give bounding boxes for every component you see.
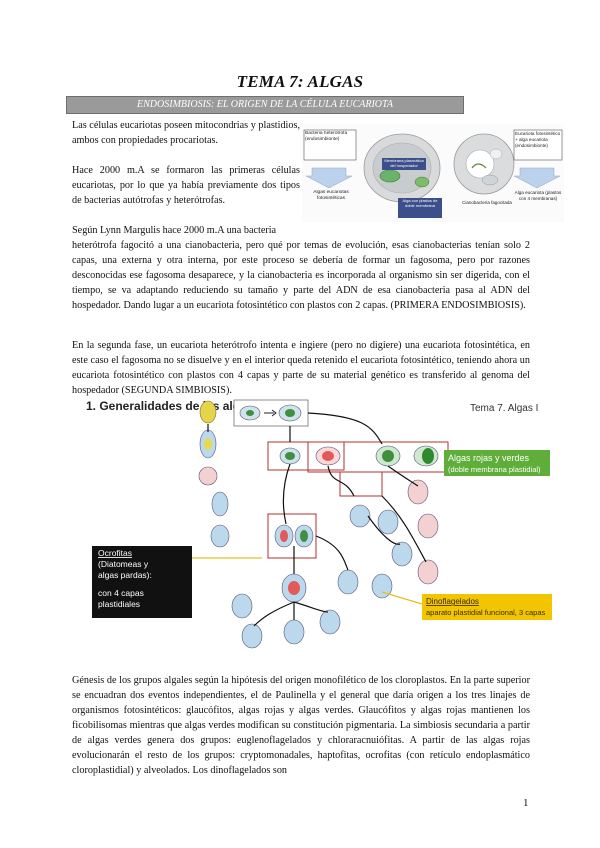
fig1-right-caption: Alga eucariota (plastos con 4 membranas) [514,190,562,201]
label-red-green-title: Algas rojas y verdes [448,453,530,463]
paragraph-margulis-start: Según Lynn Margulis hace 2000 m.A una ba… [72,225,277,236]
paragraph-genesis: Génesis de los grupos algales según la h… [72,675,530,776]
paragraph-origin: Hace 2000 m.A se formaron las primeras c… [72,165,300,206]
fig1-left-box: Bacteria heterótrofa (endosimbionte) [305,131,348,142]
page-title: TEMA 7: ALGAS [236,72,364,91]
label-red-green-sub: (doble membrana plastidial) [448,465,541,474]
label-ocrofitas-sub3: con 4 capas [98,588,144,598]
fig1-center-top: Membrana plasmática del hospedador [384,158,424,168]
algae-lineage-diagram: 1. Generalidades de las algas Tema 7. Al… [82,396,554,664]
fig2-header: 1. Generalidades de las algas [86,399,254,413]
label-dino-sub: aparato plastidial funcional, 3 capas [426,608,545,617]
fig2-header-right: Tema 7. Algas I [470,403,538,414]
fig1-center-bottom: Alga con plastos de doble membrana [402,198,438,208]
label-ocrofitas-title: Ocrofitas [98,548,132,558]
fig1-center-caption: Cianobacteria fagocitada [462,200,512,205]
label-dino-title: Dinoflagelados [426,597,479,606]
label-ocrofitas-sub1: (Diatomeas y [98,559,149,569]
label-ocrofitas-sub4: plastidiales [98,599,140,609]
paragraph-intro: Las células eucariotas poseen mitocondri… [72,120,300,146]
endosymbiosis-diagram: Bacteria heterótrofa (endosimbionte) Alg… [302,124,564,222]
paragraph-margulis: heterótrofa fagocitó a una cianobacteria… [72,240,530,311]
fig1-right-box: Eucariota fotosintético + alga eucariota… [515,131,561,148]
label-ocrofitas-sub2: algas pardas): [98,570,152,580]
section-banner: ENDOSIMBIOSIS: EL ORIGEN DE LA CÉLULA EU… [66,96,464,114]
fig1-left-caption: Algas eucariotas fotosintéticas [313,190,349,201]
paragraph-second-phase: En la segunda fase, un eucariota heterót… [72,340,530,396]
page-number: 1 [523,797,529,809]
